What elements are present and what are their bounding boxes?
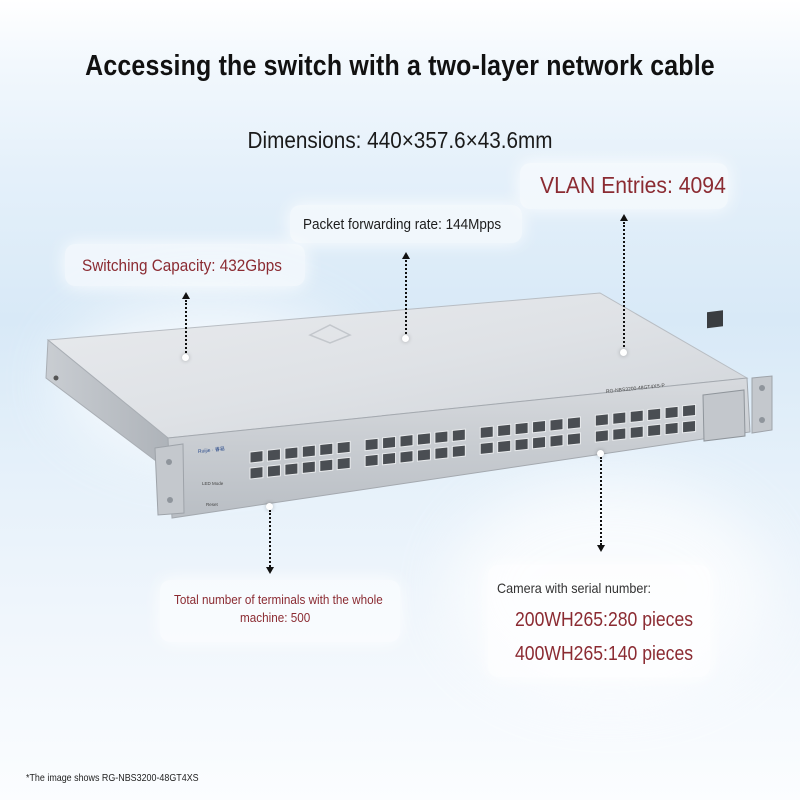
rj45-port — [266, 464, 281, 478]
terminals-card — [160, 580, 400, 642]
rj45-port — [647, 407, 662, 422]
rj45-port — [266, 448, 281, 462]
rj45-port — [284, 462, 299, 476]
rj45-port — [479, 425, 494, 439]
rj45-port — [399, 434, 414, 448]
rj45-port — [629, 409, 644, 423]
callout-dot-forwarding — [402, 335, 409, 342]
switching-card — [65, 244, 305, 286]
callout-arrow-camera — [597, 545, 605, 552]
callout-dot-terminals — [266, 503, 273, 510]
rj45-port — [364, 437, 379, 452]
camera-line1: 200WH265:280 pieces — [515, 609, 694, 631]
rj45-port — [479, 441, 494, 455]
terminals-line2: machine: 500 — [240, 610, 311, 625]
rj45-port — [364, 453, 379, 468]
sfp-ports — [702, 310, 746, 442]
rj45-port — [249, 466, 264, 480]
reset-label: Reset — [206, 502, 218, 507]
footnote: *The image shows RG-NBS3200-48GT4XS — [26, 772, 199, 784]
rj45-port — [566, 432, 581, 446]
callout-line-switching — [185, 300, 187, 353]
rj45-port — [319, 442, 334, 457]
rj45-port — [399, 450, 414, 464]
terminals-line1: Total number of terminals with the whole — [174, 592, 383, 607]
rj45-port — [301, 444, 316, 458]
rj45-port — [612, 411, 627, 425]
callout-arrow-vlan — [620, 214, 628, 221]
vlan-card — [520, 163, 728, 209]
rj45-port — [629, 425, 644, 439]
camera-heading: Camera with serial number: — [497, 580, 652, 596]
callout-arrow-terminals — [266, 567, 274, 574]
forwarding-card — [290, 205, 522, 243]
rj45-port — [416, 448, 431, 462]
rj45-port — [532, 435, 547, 450]
vlan-entries-text: VLAN Entries: 4094 — [540, 172, 726, 198]
rj45-port — [382, 451, 397, 466]
rj45-port — [451, 428, 466, 442]
callout-dot-switching — [182, 354, 189, 361]
rj45-port — [647, 423, 662, 438]
callout-line-camera — [600, 457, 602, 545]
rj45-port — [434, 446, 449, 460]
switching-capacity-text: Switching Capacity: 432Gbps — [82, 256, 282, 275]
packet-forwarding-text: Packet forwarding rate: 144Mpps — [303, 216, 502, 233]
callout-dot-vlan — [620, 349, 627, 356]
rj45-port — [549, 434, 564, 448]
rj45-port — [497, 439, 512, 454]
rj45-port — [682, 419, 697, 434]
rj45-port — [549, 418, 564, 432]
rj45-port — [336, 456, 351, 471]
rj45-port — [497, 423, 512, 438]
callout-line-terminals — [269, 510, 271, 567]
rj45-port — [566, 416, 581, 430]
dimensions-text: Dimensions: 440×357.6×43.6mm — [247, 127, 553, 153]
rj45-port — [382, 435, 397, 450]
rj45-port — [532, 419, 547, 434]
rj45-port — [451, 444, 466, 458]
rj45-port — [301, 460, 316, 474]
rj45-port — [249, 450, 264, 464]
rj45-port — [594, 413, 609, 427]
callout-dot-camera — [597, 450, 604, 457]
rj45-port — [336, 440, 351, 455]
rj45-port — [319, 458, 334, 473]
rj45-port — [434, 430, 449, 444]
rj45-port — [664, 421, 679, 436]
callout-line-vlan — [623, 222, 625, 347]
rack-ear-right — [751, 375, 773, 434]
rj45-port — [514, 437, 529, 452]
camera-card — [488, 565, 710, 677]
callout-arrow-forwarding — [402, 252, 410, 259]
rack-ear-left — [154, 443, 185, 516]
rj45-port — [416, 432, 431, 446]
callout-line-forwarding — [405, 260, 407, 334]
callout-arrow-switching — [182, 292, 190, 299]
rj45-port — [514, 421, 529, 436]
page-title: Accessing the switch with a two-layer ne… — [85, 50, 715, 82]
rj45-port — [594, 429, 609, 443]
rj45-port — [682, 403, 697, 418]
rj45-port — [284, 446, 299, 460]
rj45-port — [664, 405, 679, 420]
camera-line2: 400WH265:140 pieces — [515, 643, 694, 665]
rj45-port — [612, 427, 627, 441]
led-mode-label: LED Mode — [202, 481, 224, 486]
